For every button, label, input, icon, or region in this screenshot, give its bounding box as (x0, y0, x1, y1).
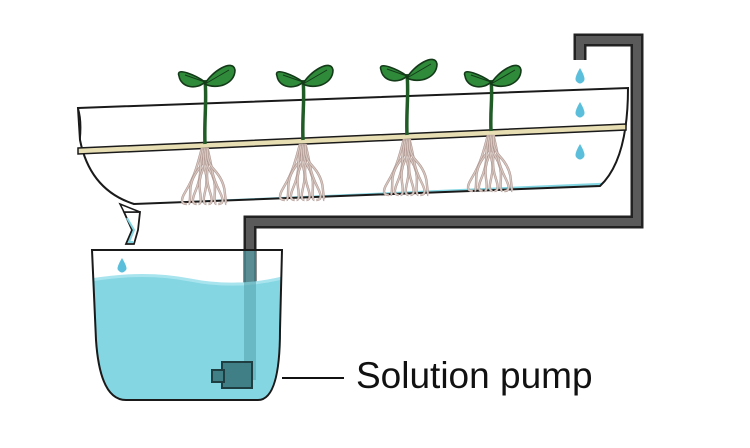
leaf (203, 64, 236, 88)
seedling-1 (177, 64, 236, 206)
stem (489, 79, 494, 132)
seedling-3 (379, 58, 438, 197)
leaf (275, 71, 305, 88)
solution-pump-label: Solution pump (356, 355, 593, 396)
stem (203, 79, 208, 145)
stem (405, 73, 410, 136)
roots (466, 134, 514, 193)
leaf (301, 64, 334, 88)
solution-pump (211, 361, 253, 389)
return-pipe (243, 33, 644, 380)
leaf (177, 71, 207, 88)
reservoir (90, 249, 284, 401)
growing-channel (76, 86, 630, 213)
water-drop (575, 144, 585, 160)
stem (301, 79, 306, 141)
roots (180, 147, 228, 206)
water-drop (575, 102, 585, 118)
leaf (489, 64, 522, 88)
roots (278, 143, 326, 202)
leaf (463, 71, 493, 88)
leaf (405, 58, 438, 82)
roots (382, 138, 430, 197)
reservoir-drop (117, 258, 127, 273)
seedlings (177, 58, 522, 206)
reservoir-water (92, 275, 282, 400)
seedling-2 (275, 64, 334, 202)
seedling-4 (463, 64, 522, 193)
plant-support-rail (77, 123, 627, 155)
water-drop (575, 68, 585, 84)
leaf (379, 65, 409, 82)
